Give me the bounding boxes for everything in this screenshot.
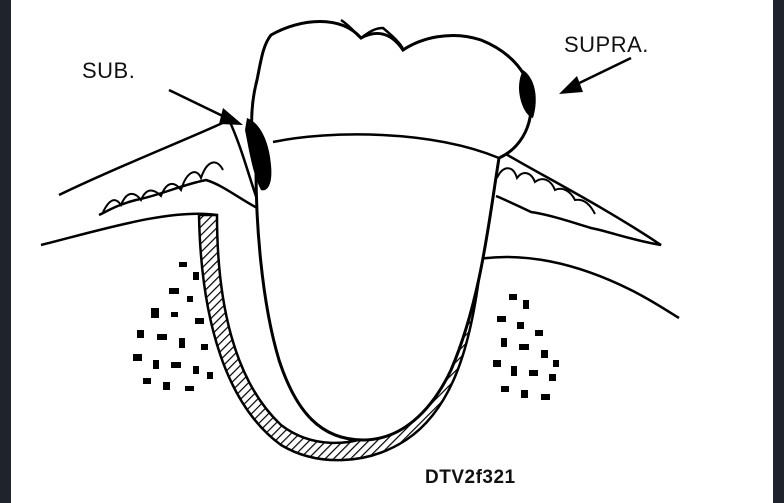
right-gingiva — [496, 150, 661, 245]
left-alveolar-bone — [41, 214, 217, 245]
left-trabecular-bone — [133, 262, 213, 391]
left-gingiva — [59, 120, 261, 215]
diagram-panel: SUB. SUPRA. DTV2f321 — [11, 0, 773, 503]
right-gingiva-texture — [497, 168, 595, 214]
supra-label: SUPRA. — [564, 32, 649, 58]
left-gingiva-texture — [103, 162, 223, 212]
right-alveolar-bone — [463, 257, 679, 318]
supra-arrow-head — [559, 76, 583, 94]
sub-arrow-head — [219, 108, 243, 125]
sub-label: SUB. — [82, 58, 135, 84]
right-trabecular-bone — [493, 294, 559, 400]
tooth-outline — [252, 22, 532, 441]
figure-code-label: DTV2f321 — [425, 467, 516, 489]
